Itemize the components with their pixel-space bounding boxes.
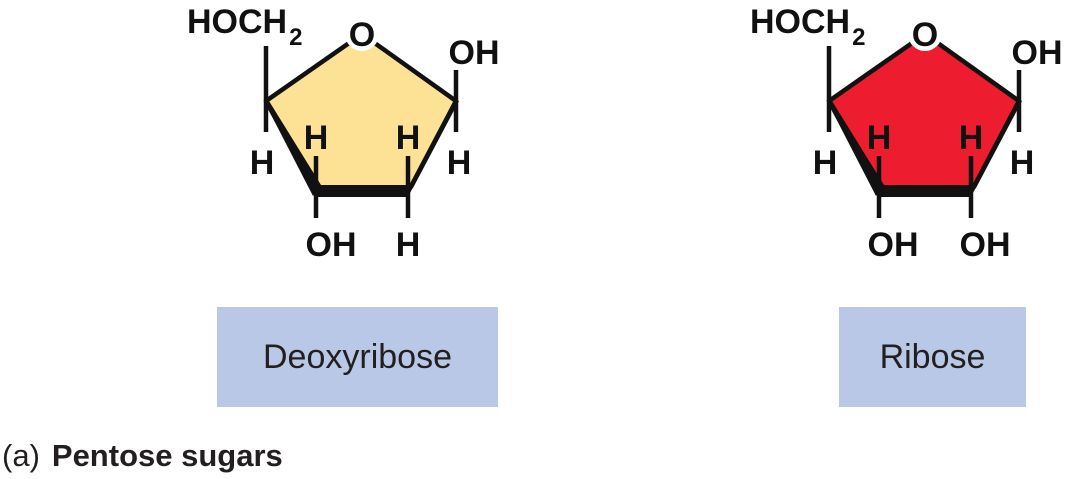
ribose-c3-h-label: H: [867, 119, 892, 157]
deoxyribose-c3-oh-label: OH: [306, 226, 357, 264]
ribose-wedge-left: [827, 101, 884, 196]
ribose-c1-oh-label: OH: [1012, 34, 1063, 72]
ribose-c3-oh-label: OH: [868, 226, 919, 264]
ribose-name-box: Ribose: [839, 307, 1026, 407]
deoxyribose-name: Deoxyribose: [263, 337, 452, 376]
deoxyribose-c2-h-bottom-label: H: [396, 226, 421, 264]
deoxyribose-ring: [263, 31, 459, 195]
deoxyribose-wedge-right: [405, 100, 459, 196]
caption-title: Pentose sugars: [51, 438, 283, 473]
ribose-c2-h-label: H: [959, 119, 984, 157]
deoxyribose-c2-h-top-label: H: [396, 119, 421, 157]
deoxyribose-c1-h-label: H: [447, 144, 472, 182]
ribose-hoch2-label: HOCH2: [750, 3, 865, 51]
ribose-c2-oh-label: OH: [960, 226, 1011, 264]
ribose-wedge-right: [968, 100, 1022, 196]
ribose-c4-h-label: H: [813, 144, 838, 182]
deoxyribose-c3-h-label: H: [304, 119, 329, 157]
ribose-c1-h-label: H: [1010, 144, 1035, 182]
ribose-structure: O HOCH2 H OH H H OH H OH: [750, 3, 1063, 264]
deoxyribose-hoch2-label: HOCH2: [187, 3, 302, 51]
ribose-ring-oxygen-bg: [908, 17, 942, 51]
deoxyribose-ring-oxygen-bg: [345, 17, 379, 51]
figure-caption: (a) Pentose sugars: [2, 438, 283, 474]
caption-panel-letter: (a): [2, 438, 40, 473]
deoxyribose-ring-oxygen: O: [349, 16, 375, 54]
ribose-name: Ribose: [879, 337, 986, 376]
deoxyribose-c1-oh-label: OH: [449, 34, 500, 72]
ribose-wedge-bottom: [877, 185, 973, 197]
ribose-ring: [826, 31, 1022, 195]
deoxyribose-name-box: Deoxyribose: [217, 307, 498, 407]
deoxyribose-wedge-left: [264, 101, 321, 196]
deoxyribose-c4-h-label: H: [250, 144, 275, 182]
deoxyribose-wedge-bottom: [314, 185, 410, 197]
ribose-ring-oxygen: O: [912, 16, 938, 54]
deoxyribose-structure: O HOCH2 H OH H H OH H H: [187, 3, 500, 264]
